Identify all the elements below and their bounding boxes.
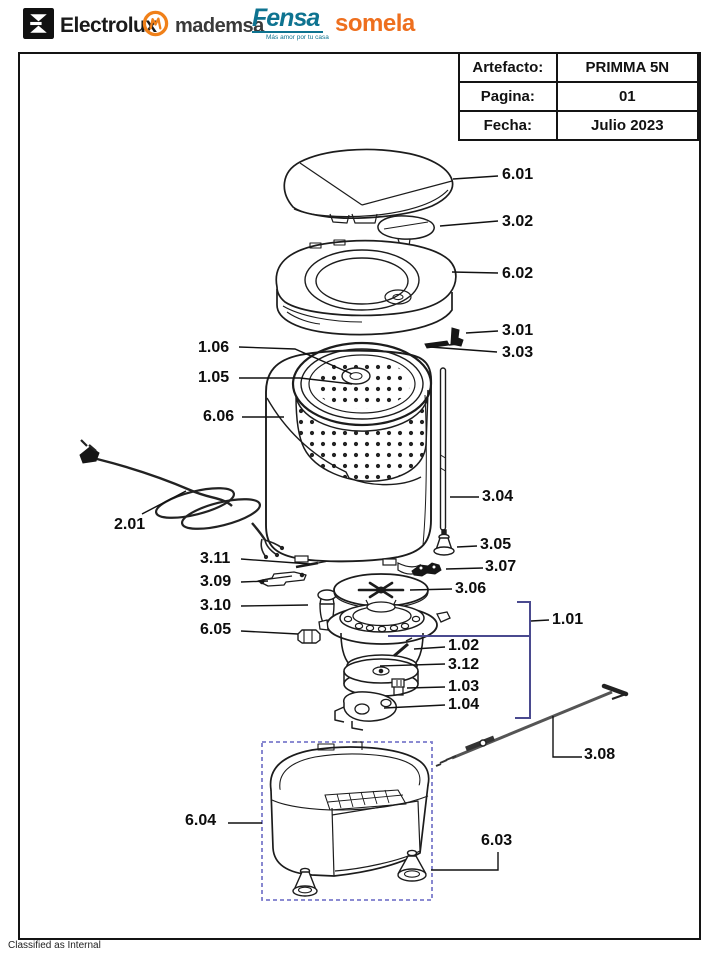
info-label-fecha: Fecha:: [458, 110, 558, 141]
part-label-3-07: 3.07: [485, 558, 517, 575]
electrolux-wordmark: Electrolux: [60, 14, 157, 37]
mademsa-wordmark: mademsa: [175, 14, 264, 37]
info-value-pagina: 01: [555, 81, 700, 112]
info-row-artefacto: Artefacto: PRIMMA 5N: [458, 52, 700, 83]
part-label-1-05: 1.05: [198, 369, 230, 386]
info-table: Artefacto: PRIMMA 5N Pagina: 01 Fecha: J…: [458, 52, 700, 141]
part-label-3-03: 3.03: [502, 344, 534, 361]
somela-wordmark: somela: [335, 10, 415, 37]
part-label-3-09: 3.09: [200, 573, 232, 590]
part-cabinet-body: [265, 341, 433, 575]
info-value-fecha: Julio 2023: [555, 110, 700, 141]
info-row-fecha: Fecha: Julio 2023: [458, 110, 700, 141]
part-lid: [283, 148, 454, 224]
part-label-1-06: 1.06: [198, 339, 230, 356]
part-label-3-11: 3.11: [200, 550, 231, 567]
mademsa-icon: [142, 10, 169, 42]
part-foot-pad-305: [433, 529, 455, 556]
part-label-3-12: 3.12: [448, 656, 480, 673]
part-hardware-307: [411, 562, 442, 577]
part-label-6-03: 6.03: [481, 832, 513, 849]
electrolux-icon: [23, 8, 54, 44]
classification-footer: Classified as Internal: [8, 940, 101, 951]
part-label-1-02: 1.02: [448, 637, 480, 654]
mademsa-logo: mademsa: [142, 10, 264, 42]
part-label-3-04: 3.04: [482, 488, 514, 505]
part-label-2-01: 2.01: [114, 516, 146, 533]
part-foot-right: [397, 849, 427, 882]
part-label-6-05: 6.05: [200, 621, 232, 638]
fensa-wordmark: Fensa: [252, 6, 324, 33]
part-small-bracket-301: [450, 327, 464, 347]
drum-wall: [295, 389, 429, 482]
part-label-1-01: 1.01: [552, 611, 584, 628]
part-label-3-05: 3.05: [480, 536, 512, 553]
part-label-6-06: 6.06: [203, 408, 235, 425]
fensa-tagline: Más amor por tu casa: [266, 34, 329, 41]
fensa-logo: Fensa Más amor por tu casa: [252, 6, 329, 41]
part-pin-311: [295, 560, 327, 569]
info-row-pagina: Pagina: 01: [458, 81, 700, 112]
part-label-3-08: 3.08: [584, 746, 616, 763]
part-bracket-309: [257, 571, 307, 587]
brand-bar: Electrolux mademsa Fensa Más amor por tu…: [0, 0, 720, 52]
part-power-cord: [79, 439, 285, 560]
info-label-pagina: Pagina:: [458, 81, 558, 112]
part-label-6-01: 6.01: [502, 166, 534, 183]
part-label-6-02: 6.02: [502, 265, 534, 282]
part-label-3-02: 3.02: [502, 213, 534, 230]
part-foot-left: [292, 867, 318, 897]
part-top-frame: [275, 239, 457, 336]
part-clamp-605: [297, 629, 321, 644]
part-label-1-04: 1.04: [448, 696, 480, 713]
electrolux-logo: Electrolux: [23, 8, 157, 44]
part-mount-bracket-104: [334, 691, 397, 731]
part-clip-103: [391, 678, 405, 696]
part-base-cabinet: [269, 741, 430, 877]
part-level-rod: [435, 683, 629, 767]
leader-lines: [141, 175, 582, 871]
part-pin-102: [393, 637, 413, 658]
info-value-artefacto: PRIMMA 5N: [555, 52, 700, 83]
part-label-3-06: 3.06: [455, 580, 487, 597]
part-small-rod-303: [424, 340, 459, 349]
group-bracket-101: [388, 601, 531, 719]
base-group-box: [261, 741, 433, 901]
part-label-3-10: 3.10: [200, 597, 232, 614]
part-label-6-04: 6.04: [185, 812, 217, 829]
somela-logo: somela: [335, 10, 415, 38]
part-label-1-03: 1.03: [448, 678, 480, 695]
part-suspension-rod: [439, 367, 447, 531]
part-label-3-01: 3.01: [502, 322, 534, 339]
info-label-artefacto: Artefacto:: [458, 52, 558, 83]
